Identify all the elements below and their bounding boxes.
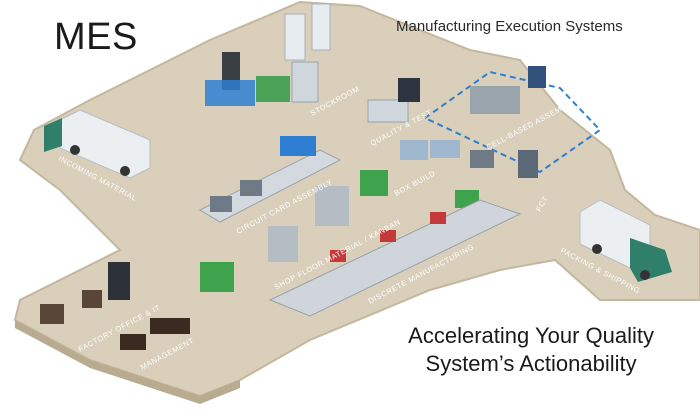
incoming-truck xyxy=(44,109,151,179)
discrete-line xyxy=(268,199,522,317)
tagline-line-1: Accelerating Your Quality xyxy=(408,323,654,348)
shipping-truck xyxy=(579,199,672,282)
kanban-racks xyxy=(200,170,479,292)
tagline: Accelerating Your Quality System’s Actio… xyxy=(408,322,654,378)
page-title: MES xyxy=(54,16,138,58)
robot-cell xyxy=(470,86,520,114)
page-subtitle: Manufacturing Execution Systems xyxy=(396,18,623,35)
robot-controller xyxy=(528,66,546,88)
floor-side xyxy=(15,320,240,404)
box-build-stations xyxy=(400,140,538,178)
stockroom-racks xyxy=(205,3,331,106)
office-area xyxy=(40,262,190,350)
circuit-card-line xyxy=(198,136,342,223)
tagline-line-2: System’s Actionability xyxy=(425,351,637,376)
factory-floor xyxy=(13,0,700,398)
quality-test-stations xyxy=(367,78,460,158)
